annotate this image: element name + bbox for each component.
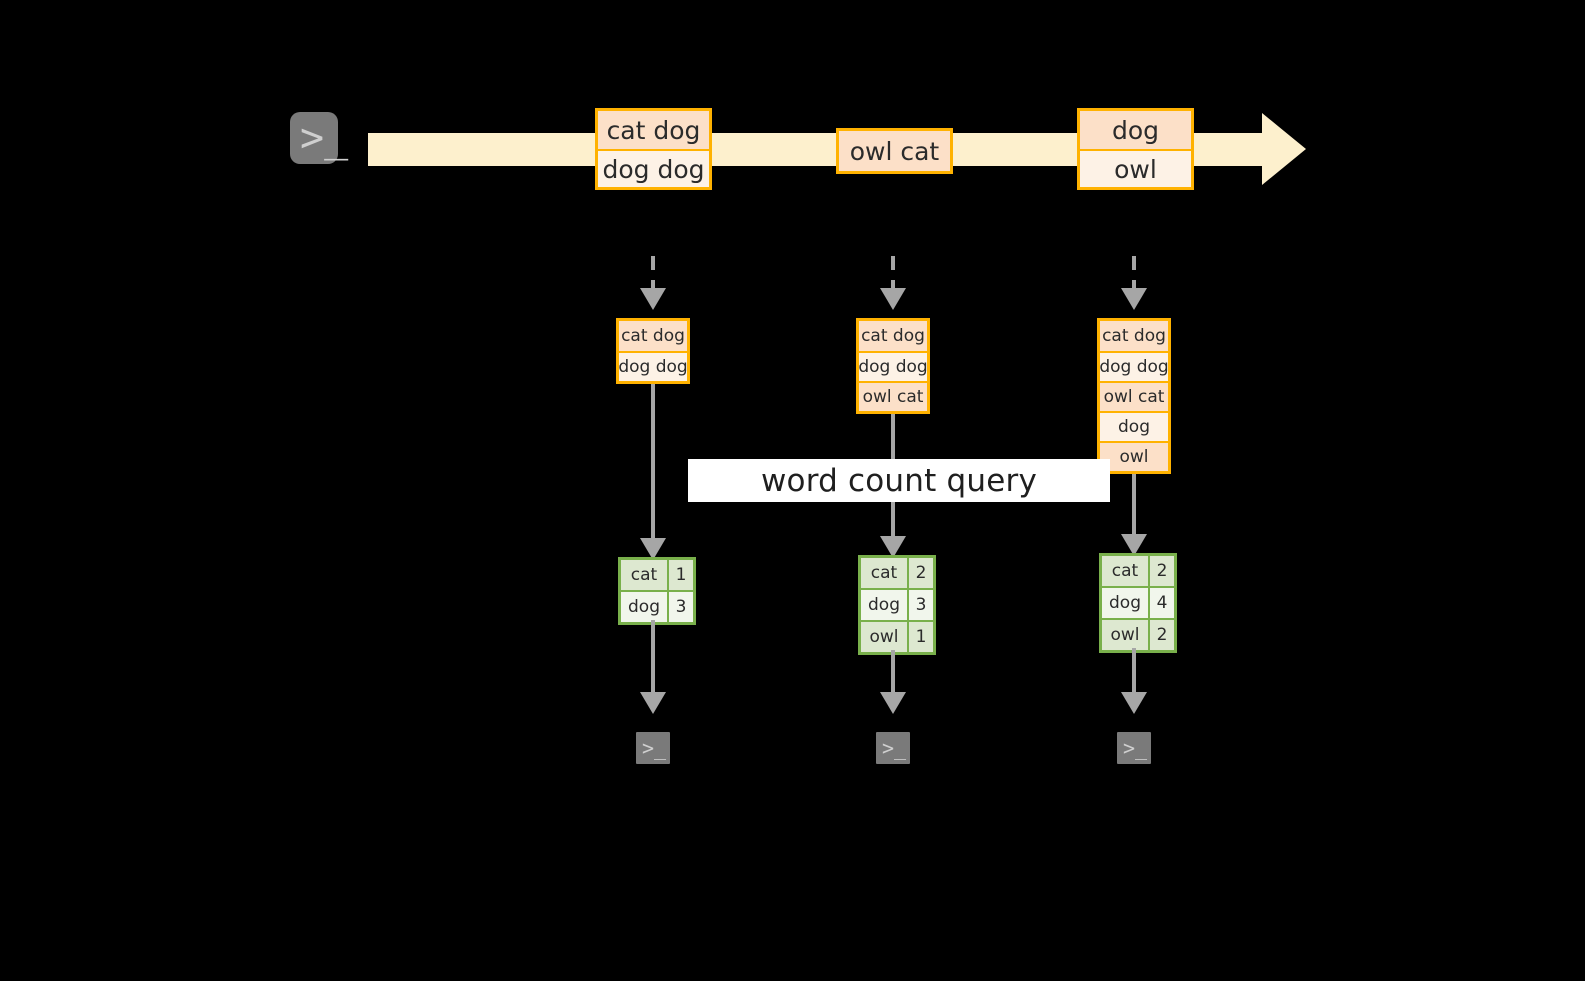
sink-terminal-icon-2[interactable]: >_ (867, 723, 919, 773)
query-connector-2-arrowhead (880, 536, 906, 558)
query-connector-3 (1132, 474, 1136, 552)
source-terminal-icon[interactable]: >_ (278, 100, 350, 176)
sink-terminal-icon-1[interactable]: >_ (627, 723, 679, 773)
input-stack-1[interactable]: cat dog dog dog (616, 318, 690, 384)
trigger-connector-3-arrowhead (1121, 288, 1147, 310)
result-count: 4 (1148, 588, 1174, 618)
trigger-connector-1 (651, 256, 655, 290)
input-stack-line: dog dog (1099, 351, 1169, 381)
terminal-prompt-glyph: >_ (882, 736, 907, 760)
stream-arrowhead (1262, 113, 1306, 185)
input-stack-line: dog (1100, 411, 1168, 441)
trigger-connector-3 (1132, 256, 1136, 290)
result-word: dog (861, 590, 907, 620)
table-row: owl 1 (861, 620, 933, 652)
input-stack-line: owl cat (1100, 381, 1168, 411)
terminal-prompt-glyph: >_ (300, 115, 349, 161)
table-row: cat 2 (861, 558, 933, 588)
stream-record-line: dog (1080, 111, 1191, 149)
table-row: dog 4 (1102, 586, 1174, 618)
result-table-2[interactable]: cat 2 dog 3 owl 1 (858, 555, 936, 655)
result-count: 1 (907, 622, 933, 652)
input-stack-line: owl (1100, 441, 1168, 471)
sink-connector-3 (1132, 648, 1136, 698)
result-word: cat (861, 558, 907, 588)
trigger-connector-1-arrowhead (640, 288, 666, 310)
stream-record-line: owl cat (839, 131, 950, 171)
input-stack-line: cat dog (1100, 321, 1168, 351)
result-table-3[interactable]: cat 2 dog 4 owl 2 (1099, 553, 1177, 653)
input-stack-line: dog dog (858, 351, 928, 381)
trigger-connector-2-arrowhead (880, 288, 906, 310)
result-word: cat (1102, 556, 1148, 586)
result-table-1[interactable]: cat 1 dog 3 (618, 557, 696, 625)
input-stack-line: owl cat (859, 381, 927, 411)
table-row: cat 1 (621, 560, 693, 590)
query-connector-1-arrowhead (640, 538, 666, 560)
result-word: cat (621, 560, 667, 590)
input-stack-2[interactable]: cat dog dog dog owl cat (856, 318, 930, 414)
table-row: dog 3 (621, 590, 693, 622)
result-word: owl (1102, 620, 1148, 650)
sink-terminal-icon-3[interactable]: >_ (1108, 723, 1160, 773)
sink-connector-1 (651, 620, 655, 698)
stream-record-line: dog dog (598, 149, 709, 187)
result-word: dog (621, 592, 667, 622)
sink-connector-1-arrowhead (640, 692, 666, 714)
input-stack-line: cat dog (859, 321, 927, 351)
result-count: 2 (1148, 620, 1174, 650)
result-count: 2 (1148, 556, 1174, 586)
result-word: owl (861, 622, 907, 652)
table-row: dog 3 (861, 588, 933, 620)
table-row: owl 2 (1102, 618, 1174, 650)
stream-record-2[interactable]: owl cat (836, 128, 953, 174)
stream-record-line: owl (1080, 149, 1191, 187)
stream-record-1[interactable]: cat dog dog dog (595, 108, 712, 190)
result-count: 3 (667, 592, 693, 622)
query-label: word count query (760, 462, 1038, 499)
result-word: dog (1102, 588, 1148, 618)
query-label-band: word count query (688, 459, 1110, 502)
input-stack-3[interactable]: cat dog dog dog owl cat dog owl (1097, 318, 1171, 474)
input-stack-line: dog dog (618, 351, 688, 381)
result-count: 1 (667, 560, 693, 590)
table-row: cat 2 (1102, 556, 1174, 586)
trigger-connector-2 (891, 256, 895, 290)
stream-record-3[interactable]: dog owl (1077, 108, 1194, 190)
input-stack-line: cat dog (619, 321, 687, 351)
terminal-prompt-glyph: >_ (1123, 736, 1148, 760)
query-connector-3-arrowhead (1121, 534, 1147, 556)
sink-connector-2 (891, 650, 895, 698)
result-count: 2 (907, 558, 933, 588)
terminal-prompt-glyph: >_ (642, 736, 667, 760)
stream-record-line: cat dog (598, 111, 709, 149)
result-count: 3 (907, 590, 933, 620)
query-connector-1 (651, 384, 655, 554)
sink-connector-2-arrowhead (880, 692, 906, 714)
sink-connector-3-arrowhead (1121, 692, 1147, 714)
